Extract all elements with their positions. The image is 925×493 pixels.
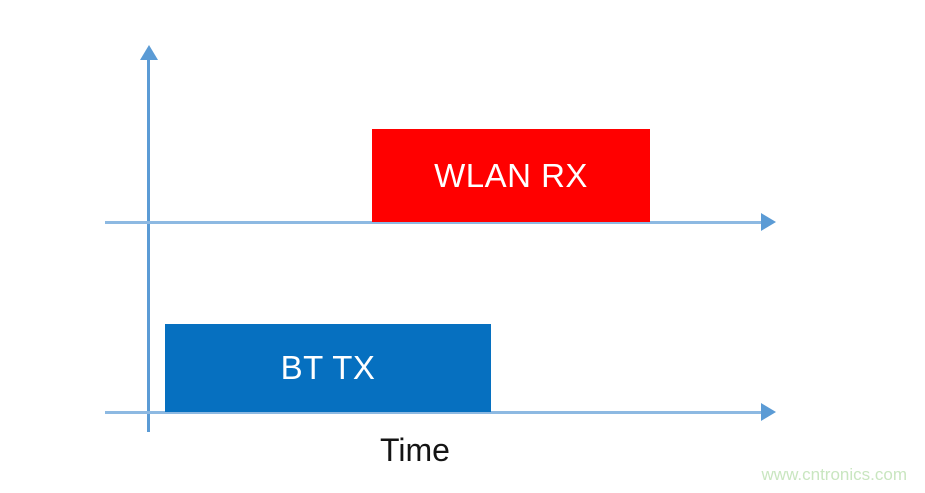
bt-tx-bar-label: BT TX	[280, 349, 376, 386]
time-axis-label: Time	[380, 432, 450, 468]
upper-time-axis-arrow-icon	[761, 213, 776, 231]
vertical-axis-arrow-icon	[140, 45, 158, 60]
wlan-rx-bar[interactable]: WLAN RX	[372, 129, 650, 222]
wlan-rx-bar-label: WLAN RX	[434, 156, 588, 194]
lower-time-axis-line	[105, 411, 767, 414]
vertical-axis-line	[147, 57, 150, 432]
lower-time-axis-arrow-icon	[761, 403, 776, 421]
bt-tx-bar[interactable]: BT TX	[165, 324, 491, 412]
watermark-text: www.cntronics.com	[761, 465, 907, 484]
upper-time-axis-line	[105, 221, 767, 224]
